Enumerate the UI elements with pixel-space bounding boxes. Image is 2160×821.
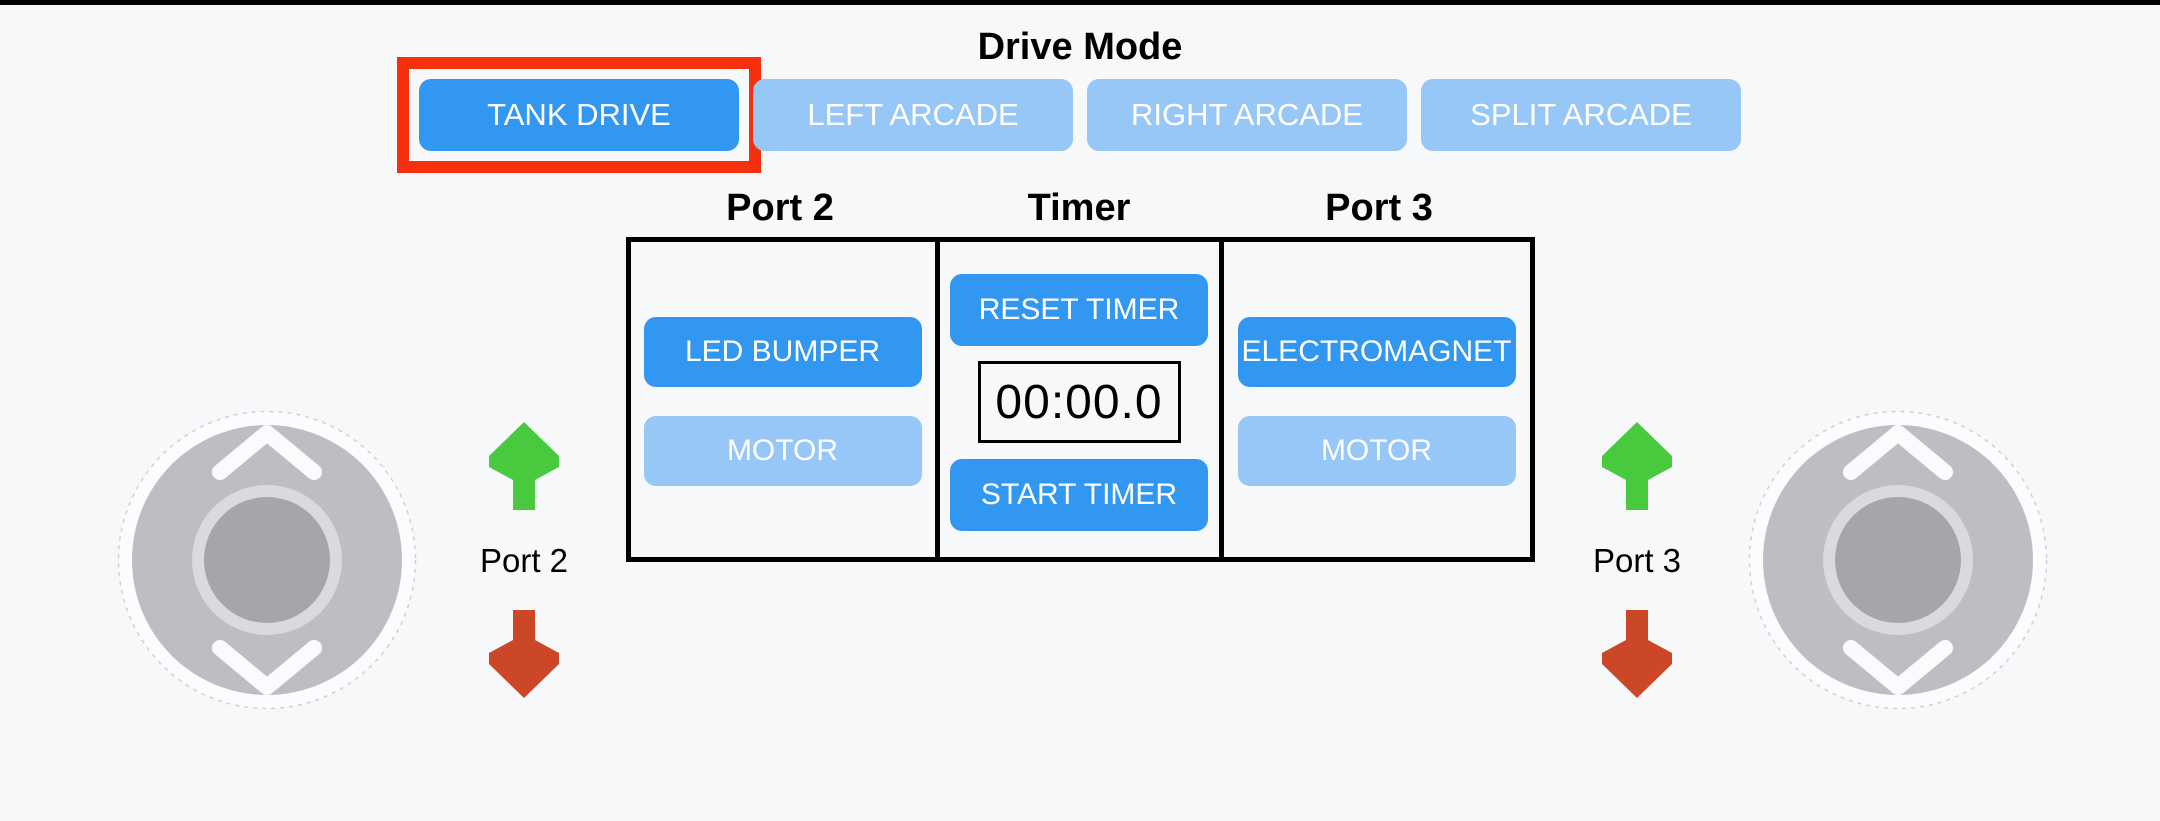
drive-mode-title: Drive Mode [977, 26, 1183, 68]
timer-header: Timer [1027, 187, 1131, 229]
control-panel: LED BUMPER MOTOR RESET TIMER 00:00.0 STA… [625, 237, 1535, 562]
chevron-up-icon [212, 425, 322, 480]
timer-column: RESET TIMER 00:00.0 START TIMER [934, 242, 1224, 557]
down-arrow-icon [489, 610, 559, 698]
port3-direction-indicator: Port 3 [1557, 422, 1717, 698]
port2-motor-button[interactable]: MOTOR [643, 416, 922, 486]
joystick-knob [1835, 497, 1961, 623]
joystick-knob [204, 497, 330, 623]
port3-motor-button[interactable]: MOTOR [1237, 416, 1516, 486]
right-arcade-button[interactable]: RIGHT ARCADE [1087, 79, 1407, 151]
chevron-up-icon [1843, 425, 1953, 480]
timer-display: 00:00.0 [977, 361, 1181, 443]
tank-drive-highlight-box: TANK DRIVE [397, 57, 761, 173]
port2-column: LED BUMPER MOTOR [631, 242, 935, 557]
right-joystick[interactable] [1748, 410, 2048, 710]
port2-indicator-label: Port 2 [479, 542, 569, 579]
port3-indicator-label: Port 3 [1592, 542, 1682, 579]
left-arcade-button[interactable]: LEFT ARCADE [753, 79, 1073, 151]
electromagnet-button[interactable]: ELECTROMAGNET [1237, 317, 1516, 387]
start-timer-button[interactable]: START TIMER [950, 459, 1208, 531]
chevron-down-icon [1843, 640, 1953, 695]
reset-timer-button[interactable]: RESET TIMER [950, 274, 1208, 346]
drive-mode-button-row: TANK DRIVE LEFT ARCADE RIGHT ARCADE SPLI… [0, 57, 2160, 173]
left-joystick[interactable] [117, 410, 417, 710]
top-border-line [0, 0, 2160, 5]
joystick-graphic [117, 410, 417, 710]
down-arrow-icon [1602, 610, 1672, 698]
tank-drive-button[interactable]: TANK DRIVE [419, 79, 739, 151]
up-arrow-icon [489, 422, 559, 510]
chevron-down-icon [212, 640, 322, 695]
led-bumper-button[interactable]: LED BUMPER [643, 317, 922, 387]
port3-column: ELECTROMAGNET MOTOR [1224, 242, 1530, 557]
up-arrow-icon [1602, 422, 1672, 510]
port3-header: Port 3 [1325, 187, 1433, 229]
port2-direction-indicator: Port 2 [444, 422, 604, 698]
panel-headers: Port 2 Timer Port 3 [626, 187, 1535, 229]
joystick-graphic [1748, 410, 2048, 710]
port2-header: Port 2 [726, 187, 834, 229]
split-arcade-button[interactable]: SPLIT ARCADE [1421, 79, 1741, 151]
